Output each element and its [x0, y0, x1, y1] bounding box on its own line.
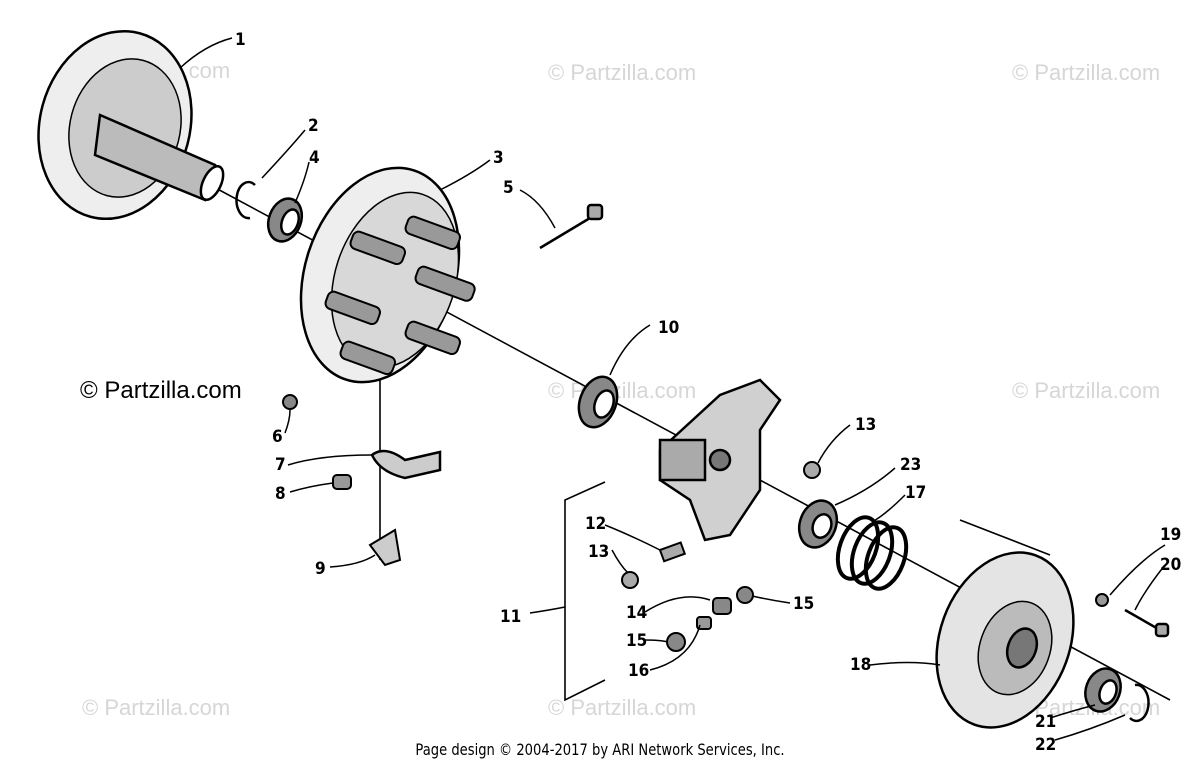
callout-21: 21	[1035, 712, 1056, 732]
callout-1: 1	[235, 30, 246, 50]
callout-8: 8	[275, 484, 286, 504]
callout-13-b: 13	[588, 542, 609, 562]
roller-arm-11	[658, 378, 782, 542]
watermark-dark: © Partzilla.com	[80, 377, 242, 404]
callout-9: 9	[315, 559, 326, 579]
watermarks: © Partzilla.com © Partzilla.com © Partzi…	[80, 58, 1160, 720]
nut-6	[282, 394, 298, 410]
callout-numbers: 1 2 4 3 5 10 6 7 8 9 13 23 17 12 13 11 1…	[235, 30, 1181, 755]
washer-19	[1095, 593, 1109, 607]
cover-18	[935, 551, 1075, 729]
callout-18: 18	[850, 655, 871, 675]
callout-20: 20	[1160, 555, 1181, 575]
bushing-4	[266, 197, 304, 243]
watermark: © Partzilla.com	[548, 378, 696, 403]
callout-23: 23	[900, 455, 921, 475]
weight-7	[370, 449, 442, 480]
callout-15: 15	[793, 594, 814, 614]
bushing-8	[332, 474, 352, 490]
callout-3: 3	[493, 148, 504, 168]
callout-17: 17	[905, 483, 926, 503]
spring-17	[835, 515, 909, 591]
watermark: © Partzilla.com	[548, 60, 696, 85]
callout-6: 6	[272, 427, 283, 447]
small-parts	[621, 461, 821, 652]
fixed-sheave	[37, 29, 225, 221]
bolt-20	[1124, 608, 1170, 638]
callout-16: 16	[628, 661, 649, 681]
watermark: © Partzilla.com	[1012, 378, 1160, 403]
callout-10: 10	[658, 318, 679, 338]
callout-7: 7	[275, 455, 286, 475]
callout-2: 2	[308, 116, 319, 136]
bushing-21	[1084, 667, 1122, 713]
snap-ring-22	[1129, 683, 1150, 723]
nut-23	[797, 499, 839, 549]
movable-sheave	[299, 166, 476, 384]
callout-22: 22	[1035, 735, 1056, 755]
watermark: © Partzilla.com	[1012, 60, 1160, 85]
callout-15-b: 15	[626, 631, 647, 651]
leader-lines	[179, 37, 1166, 741]
clip-9	[368, 528, 402, 567]
watermark: © Partzilla.com	[548, 695, 696, 720]
washer-10	[577, 375, 619, 429]
callout-12: 12	[585, 514, 606, 534]
callout-13: 13	[855, 415, 876, 435]
page-footer: Page design © 2004-2017 by ARI Network S…	[415, 740, 785, 759]
callout-4: 4	[309, 148, 320, 168]
bolt-5	[539, 203, 604, 250]
callout-14: 14	[626, 603, 647, 623]
callout-11: 11	[500, 607, 521, 627]
watermark: © Partzilla.com	[82, 695, 230, 720]
callout-5: 5	[503, 178, 514, 198]
bracket-11	[564, 481, 606, 702]
callout-19: 19	[1160, 525, 1181, 545]
snap-ring	[235, 180, 256, 220]
